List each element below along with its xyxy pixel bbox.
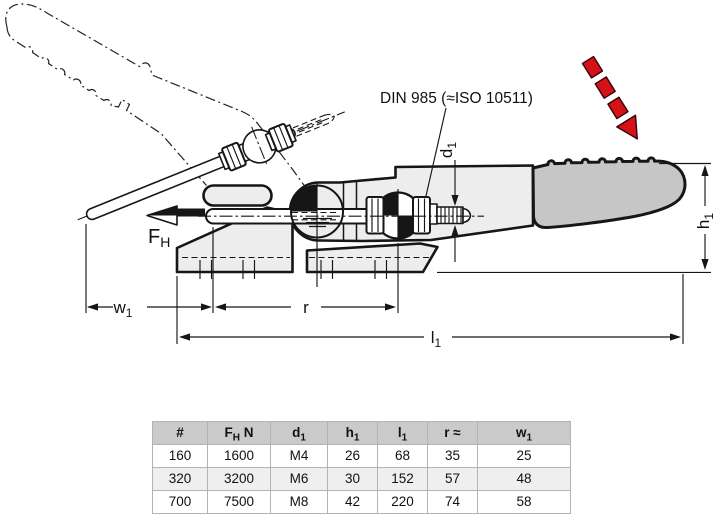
phantom-open-handle <box>5 3 311 194</box>
phantom-handle-bottom-outline <box>6 26 207 186</box>
dim-label-l1: l1 <box>431 328 442 350</box>
thread-collar <box>429 203 438 225</box>
actuation-arrow <box>581 55 638 140</box>
col-header-l1: l1 <box>377 421 428 445</box>
force-label: FH <box>148 226 170 250</box>
col-header-force: FH N <box>207 421 271 445</box>
din-standard-label: DIN 985 (≈ISO 10511) <box>380 90 533 107</box>
phantom-handle-top-outline <box>5 3 311 194</box>
mounting-hole-ticks <box>199 260 388 279</box>
hex-nut-facet <box>278 125 289 148</box>
spec-table-header-row: # FH N d1 h1 l1 r ≈ w1 <box>152 421 571 445</box>
col-header-d1: d1 <box>270 421 328 445</box>
cell: 68 <box>377 444 428 468</box>
red-arrow-dash <box>607 96 629 120</box>
dim-arrow <box>451 195 459 206</box>
ball-joint-centerline <box>251 126 268 166</box>
cell: 25 <box>477 444 571 468</box>
cell: 320 <box>152 467 208 491</box>
cell: 160 <box>152 444 208 468</box>
din-callout: DIN 985 (≈ISO 10511) <box>380 90 533 197</box>
cell: 700 <box>152 490 208 514</box>
cell: 7500 <box>207 490 271 514</box>
cell: 35 <box>427 444 478 468</box>
cell: 30 <box>327 467 378 491</box>
col-header-size: # <box>152 421 208 445</box>
cell: 3200 <box>207 467 271 491</box>
table-row: 160 1600 M4 26 68 35 25 <box>152 444 571 468</box>
dimensions: w1 r l1 h1 d1 <box>85 142 716 350</box>
dim-arrow <box>385 303 396 311</box>
hidden-threaded-end <box>292 113 335 137</box>
col-header-h1: h1 <box>327 421 378 445</box>
base-plate-right <box>305 242 439 274</box>
dim-arrow <box>451 225 459 236</box>
leader-line <box>425 107 447 197</box>
dim-label-r: r <box>303 298 309 317</box>
dim-arrow <box>701 259 709 270</box>
cell: 152 <box>377 467 428 491</box>
thread-ticks <box>440 207 462 224</box>
col-header-r: r ≈ <box>427 421 478 445</box>
lock-nut-din985 <box>412 196 431 235</box>
cell: 74 <box>427 490 478 514</box>
cell: 1600 <box>207 444 271 468</box>
dim-arrow <box>701 165 709 176</box>
cell: M6 <box>270 467 328 491</box>
dim-label-w1: w1 <box>113 298 133 320</box>
col-header-w1: w1 <box>477 421 571 445</box>
cell: 26 <box>327 444 378 468</box>
clamping-rod-assembly <box>198 183 484 287</box>
cell: M4 <box>270 444 328 468</box>
dim-label-h1: h1 <box>694 213 716 229</box>
cell: 42 <box>327 490 378 514</box>
handle-grip <box>531 156 687 230</box>
red-arrow-dash <box>594 76 616 99</box>
red-arrow-head <box>616 114 638 140</box>
cell: 58 <box>477 490 571 514</box>
table-row: 320 3200 M6 30 152 57 48 <box>152 467 571 491</box>
force-arrow-head-fill <box>147 206 177 216</box>
release-rod-open <box>77 111 345 221</box>
dim-arrow <box>670 333 681 341</box>
hex-nut-facet <box>231 144 242 167</box>
pivot-quadrant-mark <box>291 185 317 212</box>
hex-nut-facet <box>226 146 237 169</box>
hex-nut <box>365 196 385 235</box>
dim-arrow <box>87 303 98 311</box>
dim-arrow <box>215 303 226 311</box>
cell: 48 <box>477 467 571 491</box>
thread-tip <box>462 207 472 224</box>
cell: 57 <box>427 467 478 491</box>
force-arrow-shaft <box>177 208 205 217</box>
dim-arrow <box>201 303 212 311</box>
dim-arrow <box>179 333 190 341</box>
spec-table: # FH N d1 h1 l1 r ≈ w1 160 1600 M4 26 68… <box>152 421 571 514</box>
cell: M8 <box>270 490 328 514</box>
force-arrow-group: FH <box>146 205 205 250</box>
hex-nut-facet <box>273 127 283 150</box>
dim-label-d1: d1 <box>437 142 459 158</box>
cell: 220 <box>377 490 428 514</box>
latch-capsule <box>202 184 273 207</box>
table-row: 700 7500 M8 42 220 74 58 <box>152 490 571 514</box>
red-arrow-dash <box>581 55 604 79</box>
